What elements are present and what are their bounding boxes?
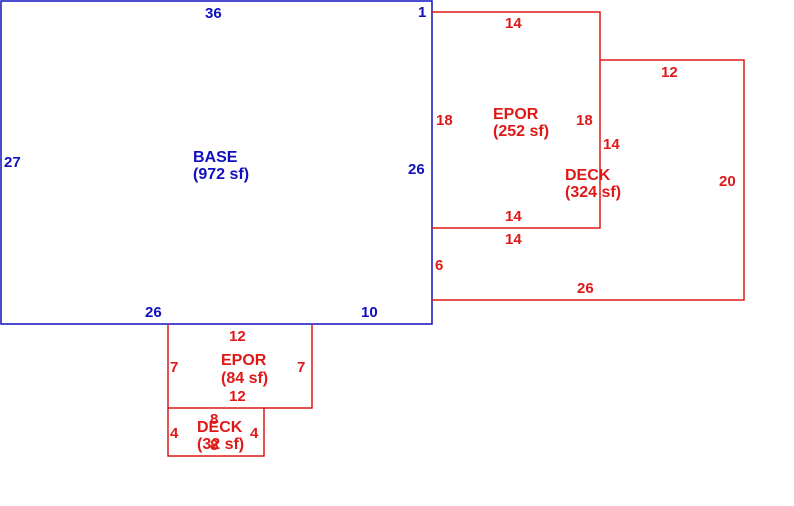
deck-bottom-bottom-dimension: 8 (210, 437, 218, 454)
deck-right-left-dimension: 6 (435, 257, 443, 274)
base-top-dimension: 36 (205, 5, 222, 22)
deck-bottom-left-dimension: 4 (170, 425, 179, 442)
deck-right-label: DECK (565, 167, 611, 184)
epor-right-right-dimension: 18 (576, 112, 593, 129)
deck-right-top-dimension: 12 (661, 64, 678, 81)
epor-right-outline (432, 11, 601, 229)
base-top-right-dimension: 1 (418, 4, 426, 21)
epor-right-area-value: (252 sf) (493, 123, 549, 140)
epor-bottom-bottom-dimension: 12 (229, 388, 246, 405)
epor-right-area: EPOR (252 sf) 14 18 18 14 (432, 11, 601, 229)
base-right-dimension: 26 (408, 161, 425, 178)
epor-bottom-top-dimension: 12 (229, 328, 246, 345)
deck-bottom-area-value: (32 sf) (197, 436, 244, 453)
epor-bottom-area-value: (84 sf) (221, 370, 268, 387)
deck-bottom-right-dimension: 4 (250, 425, 259, 442)
deck-right-outline (432, 59, 745, 301)
epor-bottom-left-dimension: 7 (170, 359, 178, 376)
deck-right-bottom-dimension: 26 (577, 280, 594, 297)
deck-bottom-area: 8 DECK (32 sf) 8 4 4 (167, 408, 265, 457)
epor-right-top-dimension: 14 (505, 15, 522, 32)
base-area-value: (972 sf) (193, 166, 249, 183)
base-bottom-left-dimension: 26 (145, 304, 162, 321)
base-left-dimension: 27 (4, 154, 21, 171)
base-label: BASE (193, 149, 238, 166)
epor-bottom-label: EPOR (221, 352, 267, 369)
epor-right-left-dimension: 18 (436, 112, 453, 129)
deck-right-upper-bottom-dimension: 14 (505, 231, 522, 248)
deck-right-right-dimension: 20 (719, 173, 736, 190)
deck-right-area-value: (324 sf) (565, 184, 621, 201)
epor-bottom-area: EPOR (84 sf) 12 7 7 12 (167, 324, 313, 409)
epor-bottom-right-dimension: 7 (297, 359, 305, 376)
base-bottom-right-dimension: 10 (361, 304, 378, 321)
epor-right-label: EPOR (493, 106, 539, 123)
deck-right-inner-dimension: 14 (603, 136, 620, 153)
base-area: BASE (972 sf) 36 1 27 26 26 10 (0, 0, 433, 325)
deck-bottom-label: DECK (197, 419, 243, 436)
deck-right-area: DECK (324 sf) 12 14 20 14 6 26 (432, 59, 745, 301)
deck-bottom-top-dimension: 8 (210, 411, 218, 428)
base-outline (0, 0, 433, 325)
epor-right-bottom-dimension: 14 (505, 208, 522, 225)
deck-bottom-outline (167, 408, 265, 457)
epor-bottom-outline (167, 324, 313, 409)
